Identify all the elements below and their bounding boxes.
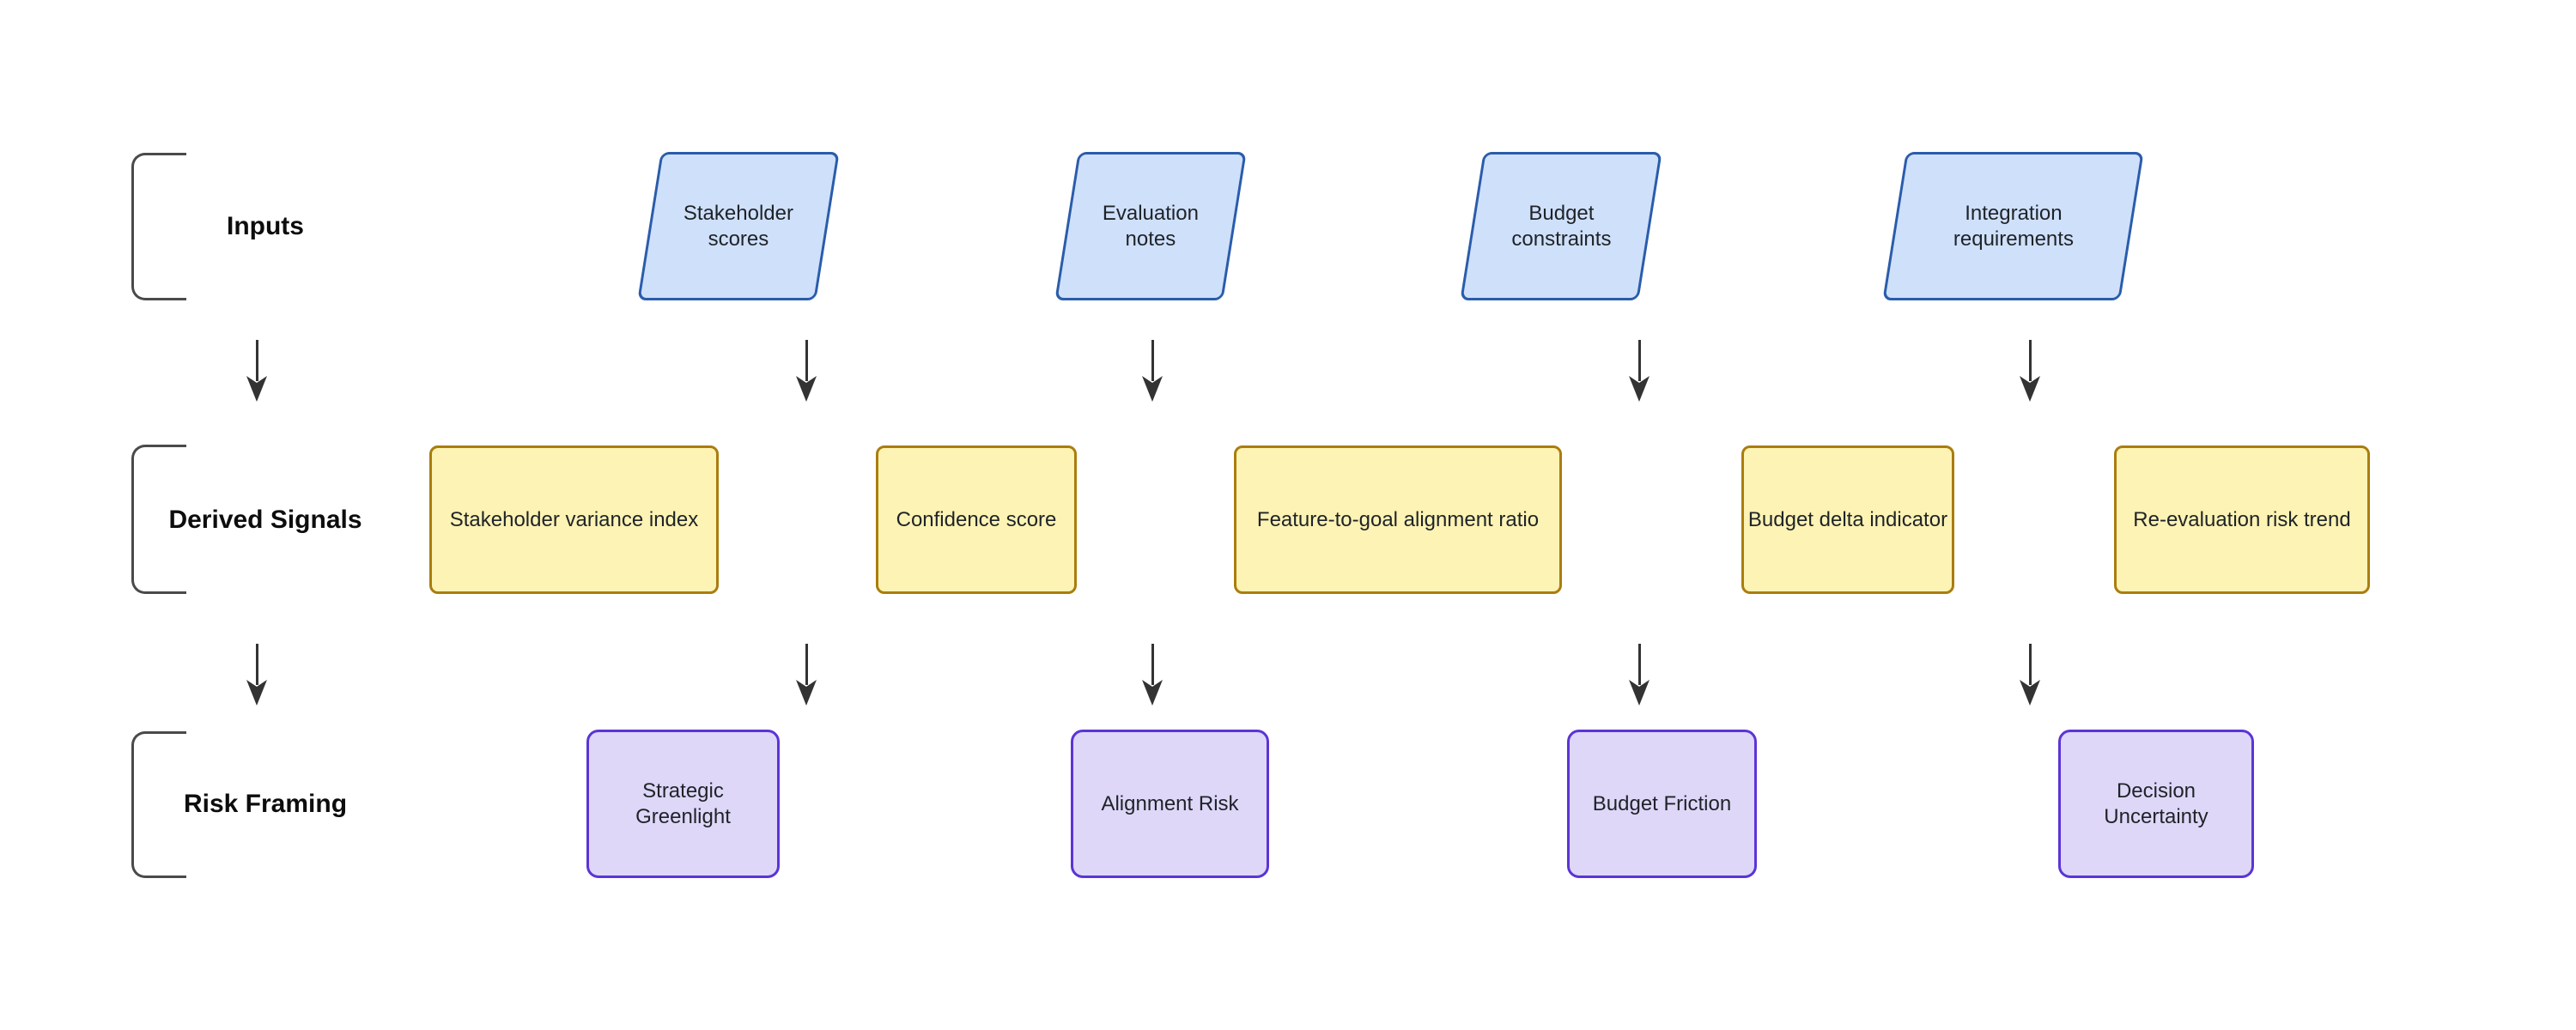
input-node-integration-requirements: Integration requirements: [1882, 152, 2144, 300]
node-label: Budget constraints: [1510, 201, 1612, 251]
risk-node-strategic-greenlight: Strategic Greenlight: [586, 730, 780, 878]
signal-node-re-evaluation-risk-trend: Re-evaluation risk trend: [2114, 445, 2370, 594]
input-node-budget-constraints: Budget constraints: [1460, 152, 1662, 300]
row-label-inputs: Inputs: [144, 152, 386, 300]
signal-node-stakeholder-variance-index: Stakeholder variance index: [429, 445, 719, 594]
node-label: Budget Friction: [1592, 791, 1732, 815]
arrow-down-icon: [795, 644, 817, 706]
arrow-down-icon: [246, 644, 268, 706]
bracket-derived-signals-icon: [131, 445, 186, 594]
node-label: Stakeholder scores: [683, 201, 794, 251]
arrow-down-icon: [1141, 340, 1163, 402]
arrow-down-icon: [795, 340, 817, 402]
row-label-text: Inputs: [227, 211, 304, 240]
arrow-down-icon: [1628, 644, 1650, 706]
node-label: Re-evaluation risk trend: [2133, 507, 2351, 531]
arrow-down-icon: [246, 340, 268, 402]
node-label: Stakeholder variance index: [449, 507, 699, 531]
signal-node-budget-delta-indicator: Budget delta indicator: [1741, 445, 1954, 594]
signal-node-confidence-score: Confidence score: [876, 445, 1077, 594]
arrow-down-icon: [1628, 340, 1650, 402]
risk-node-decision-uncertainty: Decision Uncertainty: [2058, 730, 2254, 878]
node-label: Confidence score: [896, 507, 1057, 531]
bracket-risk-framing-icon: [131, 731, 186, 878]
node-label: Strategic Greenlight: [635, 779, 731, 828]
node-label: Budget delta indicator: [1747, 507, 1948, 531]
arrow-down-icon: [2019, 644, 2041, 706]
input-node-stakeholder-scores: Stakeholder scores: [637, 152, 840, 300]
bracket-inputs-icon: [131, 153, 186, 300]
node-label: Feature-to-goal alignment ratio: [1256, 507, 1540, 531]
signal-node-feature-to-goal-alignment-ratio: Feature-to-goal alignment ratio: [1234, 445, 1562, 594]
input-node-evaluation-notes: Evaluation notes: [1054, 152, 1247, 300]
arrow-down-icon: [1141, 644, 1163, 706]
row-label-risk-framing: Risk Framing: [144, 730, 386, 878]
node-label: Alignment Risk: [1101, 791, 1239, 815]
node-label: Evaluation notes: [1102, 201, 1200, 251]
node-label: Integration requirements: [1953, 201, 2074, 251]
node-label: Decision Uncertainty: [2104, 779, 2208, 828]
row-label-text: Derived Signals: [168, 505, 362, 534]
arrow-down-icon: [2019, 340, 2041, 402]
row-label-derived-signals: Derived Signals: [144, 445, 386, 594]
risk-node-budget-friction: Budget Friction: [1567, 730, 1757, 878]
risk-node-alignment-risk: Alignment Risk: [1071, 730, 1269, 878]
row-label-text: Risk Framing: [183, 789, 348, 818]
